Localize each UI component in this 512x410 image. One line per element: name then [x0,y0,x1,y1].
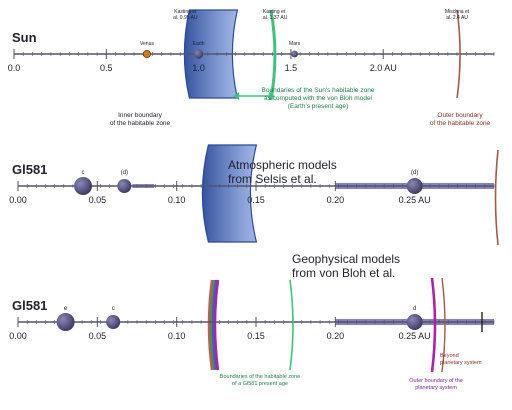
tick-label: 0.25 AU [399,195,431,205]
tick-label: 0.0 [8,63,21,73]
tick-label: 0.10 [168,331,186,341]
planet-d-outer-marker [406,178,423,194]
background-layer [132,9,494,371]
planet-d-marker [406,314,423,330]
geo-green-boundary [289,279,294,371]
tick-label: 0.15 [247,331,265,341]
tick-label: 1.5 [285,63,298,73]
tick-label: 0.20 [327,331,345,341]
object-label: Mars [289,41,301,47]
panel-name: Gl581 [12,298,47,313]
tick-label: 0.05 [89,195,107,205]
planet-d-marker [117,179,132,193]
foreground-layer [56,9,499,373]
tick-label: 0.00 [9,195,27,205]
geo-inner-boundary-stripe [213,279,220,371]
geo-magenta-boundary [430,277,437,373]
arrow-head-left [233,92,240,100]
panel-name: Sun [12,30,37,45]
tick-label: 0.05 [89,331,107,341]
object-label: d [413,306,416,312]
habitable-zone-outer-boundary [456,9,461,99]
object-label: c [112,306,115,312]
planet-c-marker [74,177,93,195]
tick-label: 0.20 [327,195,345,205]
tick-label: 0.00 [9,331,27,341]
panel-name: Gl581 [12,162,47,177]
text-layer: 0.0 0.5 1.0 1.5 2.0 AU Sun 0.00 0.05 0.10 0.15 0.2… [8,9,491,391]
tick-label: 0.10 [168,195,186,205]
tick-label: 2.0 AU [370,63,397,73]
earth-marker [194,49,204,59]
geo-inner-boundary-stripe [211,279,218,371]
tick-label: 1.0 [192,63,205,73]
object-label: c [82,170,85,176]
atm-outer-boundary [494,149,499,246]
planet-c-marker [106,315,121,329]
geo-inner-boundary-stripe [207,279,214,371]
geo-brown-boundary [441,277,446,373]
tick-label: 0.5 [100,63,113,73]
habitable-zone-green-boundary [269,9,277,101]
tick-label: 0.25 AU [399,331,431,341]
tick-label: 0.15 [247,195,265,205]
object-label: e [64,306,68,312]
object-label: (d) [121,170,128,176]
object-label: Earth [193,41,205,47]
arrow-head-right [268,92,275,100]
mars-marker [291,50,299,58]
atm-habitable-zone [201,144,258,243]
planet-e-marker [56,313,75,331]
object-label: (d) [411,170,418,176]
object-label: Venus [140,41,154,47]
geo-inner-boundary-stripe [209,279,216,371]
venus-marker [142,50,151,59]
